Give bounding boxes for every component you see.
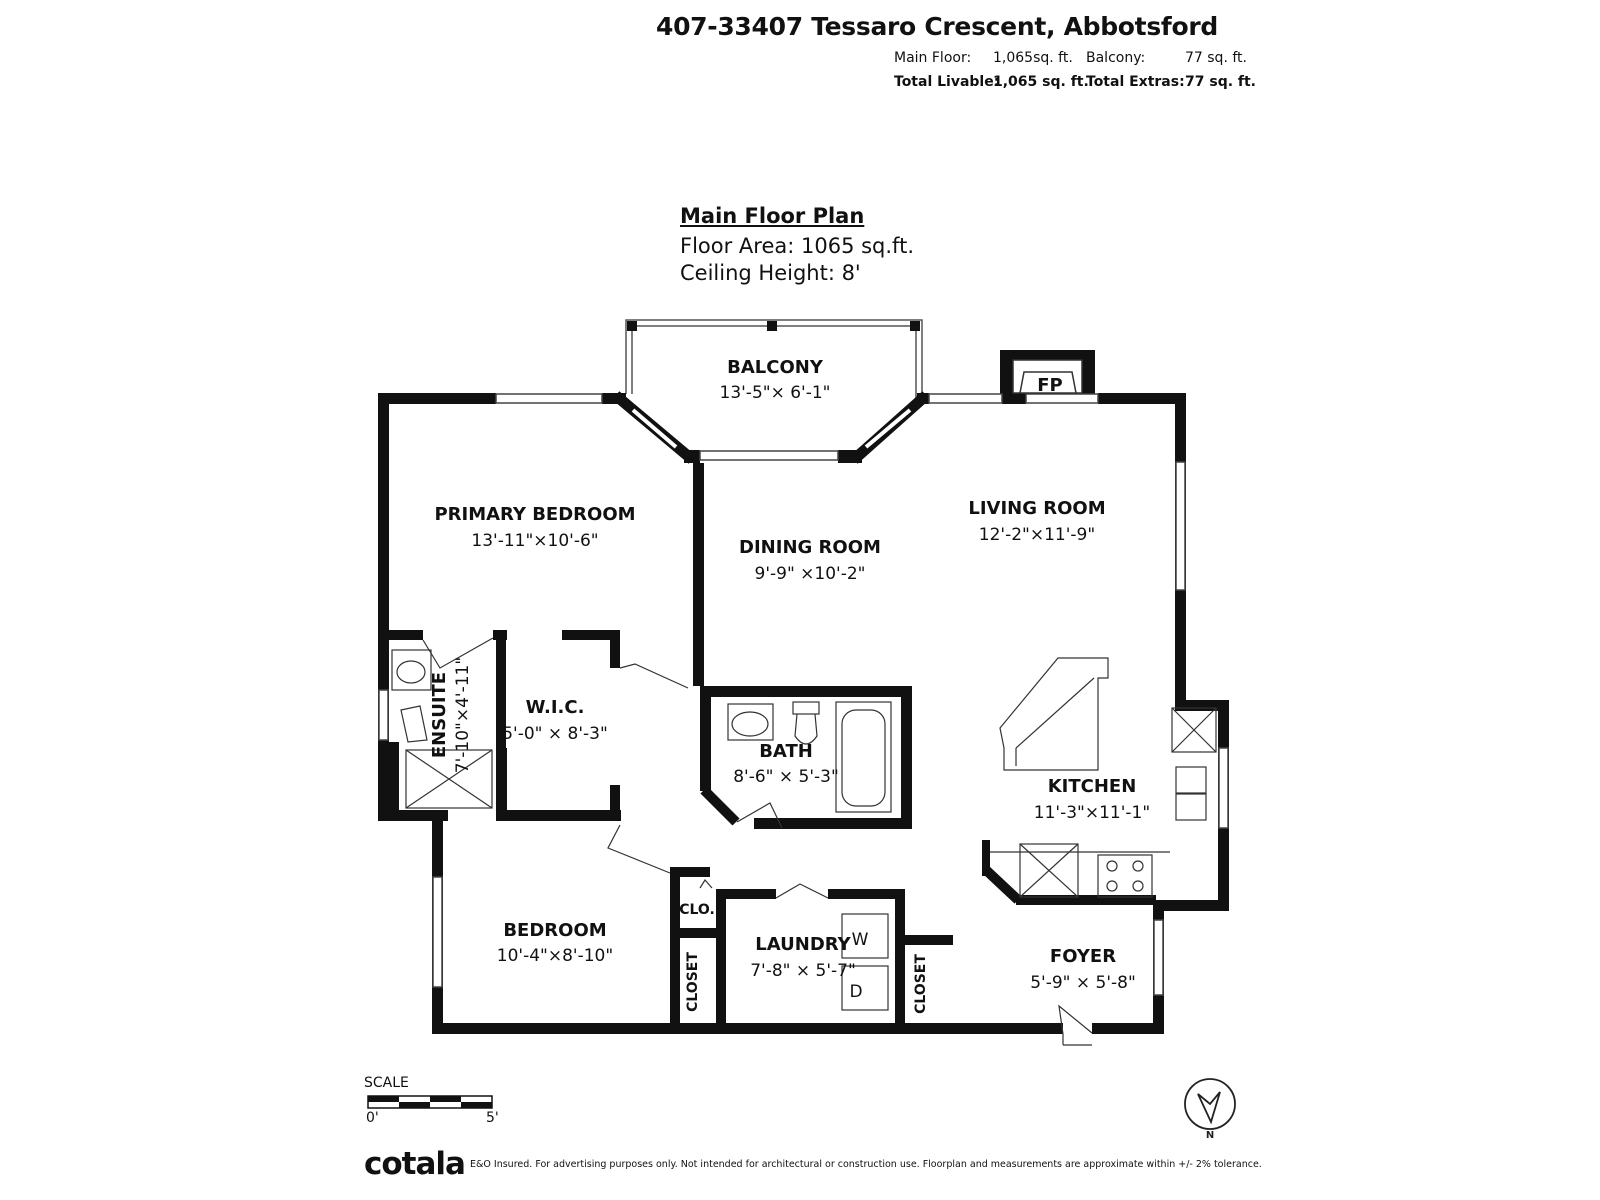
laundry-fixtures	[841, 913, 889, 1011]
balcony-label: BALCONY	[727, 357, 824, 378]
ensuite-fixtures	[391, 649, 493, 809]
plan-title: Main Floor Plan	[680, 204, 865, 228]
living-room-label: LIVING ROOM	[968, 498, 1105, 519]
scale-label: SCALE	[364, 1075, 409, 1091]
kitchen-dims: 11'-3"×11'-1"	[1034, 803, 1150, 823]
diagonal-walls	[612, 391, 930, 464]
primary-bedroom-label: PRIMARY BEDROOM	[434, 504, 635, 525]
interior-walls	[378, 463, 990, 1034]
north-compass-icon	[1184, 1078, 1236, 1130]
balcony-area-label: Balcony:	[1086, 50, 1146, 66]
kitchen-label: KITCHEN	[1048, 776, 1137, 797]
total-livable-value: 1,065 sq. ft.	[993, 74, 1089, 90]
cotala-logo: cotala	[364, 1146, 466, 1182]
main-floor-label: Main Floor:	[894, 50, 972, 66]
balcony-posts	[627, 321, 920, 331]
property-address: 407-33407 Tessaro Crescent, Abbotsford	[655, 12, 1218, 41]
laundry-dims: 7'-8" × 5'-7"	[750, 961, 856, 981]
dryer-label: D	[849, 982, 862, 1002]
kitchen-fixtures	[990, 657, 1217, 898]
ensuite-label: ENSUITE	[429, 672, 450, 758]
bath-dims: 8'-6" × 5'-3"	[733, 767, 839, 787]
compass-north-label: N	[1206, 1130, 1214, 1141]
main-floor-value: 1,065sq. ft.	[993, 50, 1073, 66]
scale-bar	[367, 1095, 493, 1109]
closet-label-1: CLOSET	[685, 952, 701, 1012]
angled-interior-walls	[700, 786, 1156, 905]
bedroom-label: BEDROOM	[503, 920, 606, 941]
closet-label-2: CLOSET	[913, 954, 929, 1014]
ensuite-dims: 7'-10"×4'-11"	[453, 657, 473, 773]
total-livable-label: Total Livable:	[894, 74, 1000, 90]
bath-fixtures	[727, 701, 892, 813]
total-extras-value: 77 sq. ft.	[1185, 74, 1257, 90]
diagonal-windows	[631, 408, 912, 449]
clo-label: CLO.	[679, 902, 715, 918]
dining-room-dims: 9'-9" ×10'-2"	[755, 564, 866, 584]
wic-label: W.I.C.	[526, 697, 585, 718]
fireplace-label: FP	[1037, 375, 1063, 396]
windows	[378, 393, 1229, 996]
floor-area: Floor Area: 1065 sq.ft.	[680, 234, 914, 258]
total-extras-label: Total Extras:	[1086, 74, 1185, 90]
laundry-label: LAUNDRY	[755, 934, 851, 955]
balcony-dims: 13'-5"× 6'-1"	[720, 383, 831, 403]
bath-label: BATH	[759, 741, 813, 762]
washer-label: W	[852, 930, 869, 950]
dining-room-label: DINING ROOM	[739, 537, 881, 558]
fireplace-icon	[1012, 359, 1083, 394]
foyer-dims: 5'-9" × 5'-8"	[1030, 973, 1136, 993]
living-room-dims: 12'-2"×11'-9"	[979, 525, 1095, 545]
ceiling-height: Ceiling Height: 8'	[680, 261, 861, 285]
foyer-label: FOYER	[1050, 946, 1116, 967]
disclaimer-text: E&O Insured. For advertising purposes on…	[470, 1159, 1262, 1170]
door-swings	[422, 637, 1093, 1046]
scale-end-label: 5'	[486, 1110, 499, 1126]
bedroom-dims: 10'-4"×8'-10"	[497, 946, 613, 966]
balcony-area-value: 77 sq. ft.	[1185, 50, 1247, 66]
scale-start-label: 0'	[366, 1110, 379, 1126]
primary-bedroom-dims: 13'-11"×10'-6"	[471, 531, 598, 551]
wic-dims: 5'-0" × 8'-3"	[502, 724, 608, 744]
